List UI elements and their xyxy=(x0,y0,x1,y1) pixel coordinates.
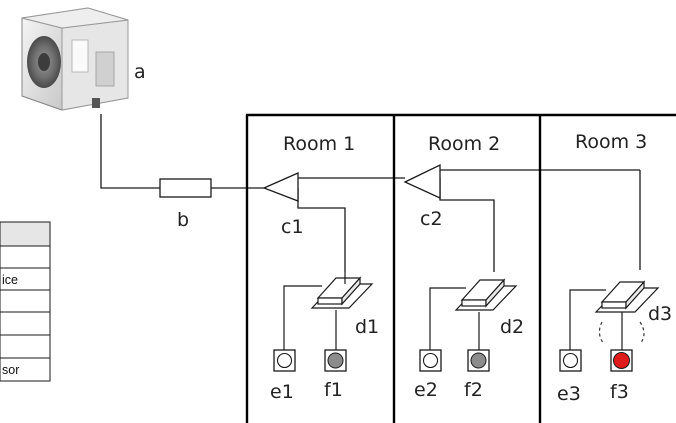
remote-controller-icon xyxy=(559,349,582,372)
leak-sensor-icon xyxy=(467,349,490,372)
label-a: a xyxy=(134,61,146,83)
alert-indicator-icon xyxy=(598,321,645,345)
label-d3: d3 xyxy=(648,303,672,325)
filter-drier-icon xyxy=(159,178,212,198)
room-1-title: Room 1 xyxy=(283,133,355,155)
label-d1: d1 xyxy=(355,316,379,338)
label-f1: f1 xyxy=(324,379,343,401)
label-f3: f3 xyxy=(610,381,629,403)
remote-controller-icon xyxy=(419,349,442,372)
label-e2: e2 xyxy=(414,379,438,401)
refnet-joint-icon xyxy=(262,172,299,202)
legend-table: ice sor xyxy=(0,221,51,382)
legend-row-6: sor xyxy=(2,363,19,377)
room-3-title: Room 3 xyxy=(575,131,647,153)
label-e1: e1 xyxy=(270,381,294,403)
control-wiring xyxy=(283,285,623,350)
label-f2: f2 xyxy=(464,379,483,401)
label-c2: c2 xyxy=(420,208,443,230)
outdoor-unit-icon xyxy=(21,7,129,111)
ceiling-cassette-icon xyxy=(310,272,374,309)
label-b: b xyxy=(177,209,189,231)
room-frames xyxy=(245,113,676,423)
refnet-joint-icon xyxy=(403,163,441,200)
leak-sensor-icon xyxy=(324,349,347,372)
label-c1: c1 xyxy=(281,216,304,238)
room-2-title: Room 2 xyxy=(428,133,500,155)
ceiling-cassette-icon xyxy=(454,278,518,311)
label-e3: e3 xyxy=(557,383,581,405)
label-d2: d2 xyxy=(500,316,524,338)
leak-sensor-alert-icon xyxy=(610,349,633,372)
remote-controller-icon xyxy=(273,349,296,372)
legend-row-2: ice xyxy=(2,273,18,287)
